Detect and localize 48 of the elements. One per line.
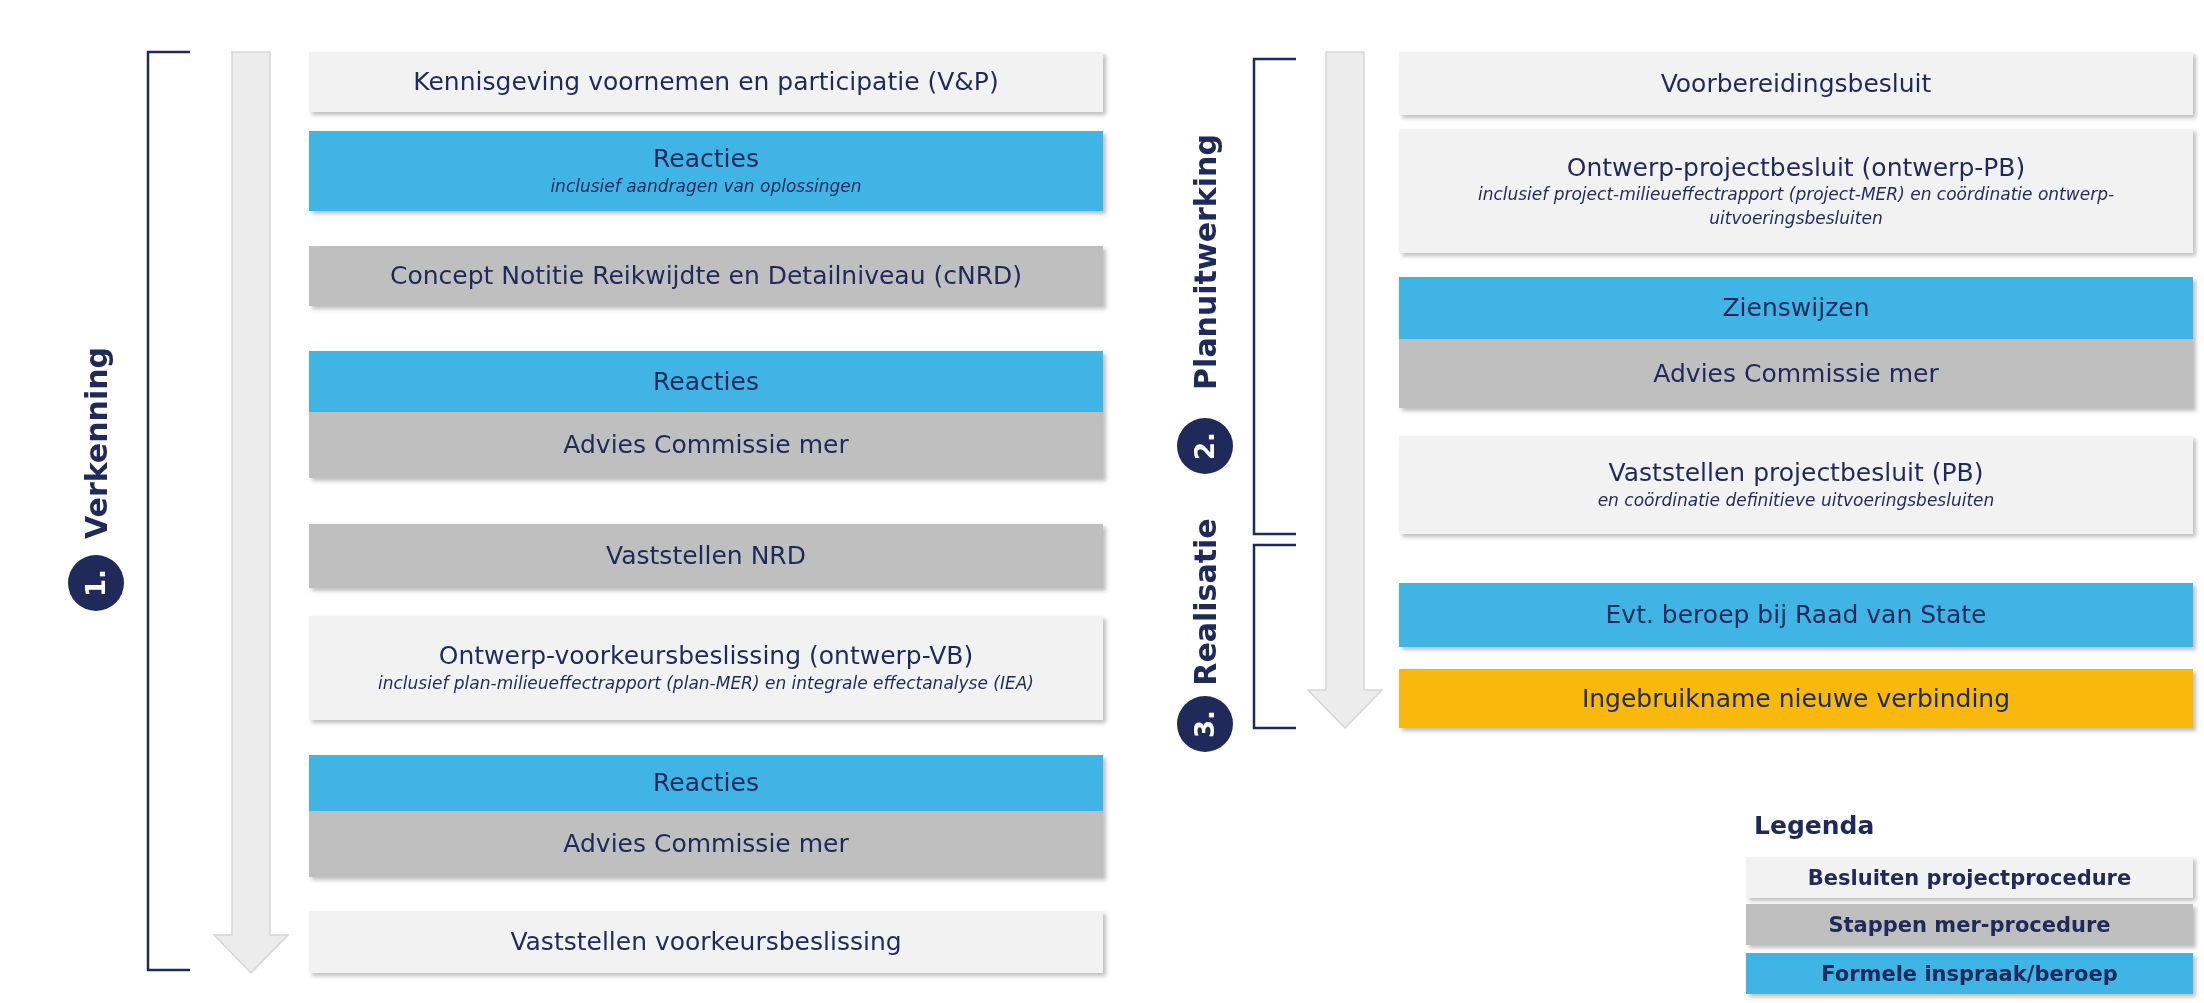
input-step-box — [1399, 583, 2193, 647]
step-note: inclusief aandragen van oplossingen — [550, 174, 862, 198]
step-title: Kennisgeving voornemen en participatie (V&P) — [413, 66, 999, 98]
input-step-box — [1399, 277, 2193, 339]
decision-box — [1399, 129, 2193, 253]
input-step-box — [309, 351, 1103, 412]
phase-number: 3. — [1177, 696, 1233, 752]
step-title: Evt. beroep bij Raad van State — [1605, 599, 1987, 631]
legend-swatch: Besluiten projectprocedure — [1746, 857, 2193, 898]
mer-step-box — [1399, 339, 2193, 408]
step-title: Reacties — [653, 365, 759, 398]
step-title: Vaststellen voorkeursbeslissing — [510, 926, 902, 958]
step-title: Voorbereidingsbesluit — [1660, 67, 1932, 100]
realisation-box — [1399, 669, 2193, 728]
step-title: Vaststellen projectbesluit (PB) — [1608, 457, 1984, 489]
step-title: Concept Notitie Reikwijdte en Detailniveau (cNRD) — [390, 260, 1022, 292]
mer-step-box — [309, 524, 1103, 588]
phase-number: 2. — [1177, 418, 1233, 474]
step-title: Zienswijzen — [1722, 292, 1870, 324]
step-title: Reacties — [653, 143, 759, 175]
step-title: Ontwerp-projectbesluit (ontwerp-PB) — [1566, 151, 2026, 183]
decision-box — [1399, 436, 2193, 534]
legend-title: Legenda — [1754, 810, 1875, 840]
step-title: Advies Commissie mer — [563, 429, 849, 461]
mer-step-box — [309, 811, 1103, 877]
legend-swatch: Formele inspraak/beroep — [1746, 953, 2193, 994]
step-title: Ingebruikname nieuwe verbinding — [1581, 682, 2011, 715]
step-note: inclusief plan-milieueffectrapport (plan-MER) en integrale effectanalyse (IEA) — [378, 671, 1034, 695]
step-title: Advies Commissie mer — [1653, 357, 1939, 390]
mer-step-box — [309, 246, 1103, 306]
decision-box — [309, 911, 1103, 973]
step-title: Reacties — [653, 767, 759, 799]
phase-title: Realisatie — [1187, 518, 1223, 686]
step-title: Advies Commissie mer — [563, 828, 849, 860]
step-note: inclusief project-milieueffectrapport (project-MER) en coördinatie ontwerp-uitvoeringsbesluiten — [1476, 182, 2116, 230]
step-title: Vaststellen NRD — [606, 540, 806, 572]
decision-box — [1399, 52, 2193, 115]
input-step-box — [309, 755, 1103, 811]
phase-number: 1. — [68, 555, 124, 611]
phase-title: Verkenning — [78, 347, 114, 539]
phase-title: Planuitwerking — [1187, 134, 1223, 390]
step-note: en coördinatie definitieve uitvoeringsbesluiten — [1597, 488, 1995, 512]
decision-box — [309, 52, 1103, 112]
legend-swatch: Stappen mer-procedure — [1746, 904, 2193, 945]
mer-step-box — [309, 412, 1103, 478]
input-step-box — [309, 131, 1103, 211]
step-title: Ontwerp-voorkeursbeslissing (ontwerp-VB) — [438, 640, 974, 672]
decision-box — [309, 616, 1103, 720]
